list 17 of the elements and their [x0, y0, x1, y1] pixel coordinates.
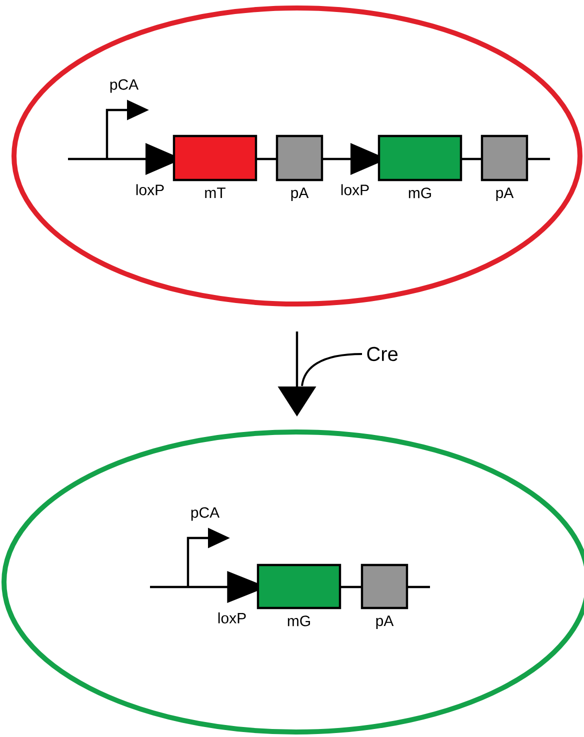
promoter-label: pCA: [191, 507, 220, 521]
gene-box: pA: [480, 134, 528, 202]
node-label: loxP: [136, 184, 164, 196]
promoter-label: pCA: [110, 79, 139, 93]
node-label: pA: [376, 616, 394, 630]
node-label: loxP: [218, 612, 246, 624]
edge-label: Cre: [367, 346, 398, 362]
node-label: mG: [288, 616, 310, 626]
node-label: loxP: [341, 184, 369, 196]
node-label: mG: [408, 188, 431, 198]
node-label: pA: [496, 188, 514, 202]
cell-outline: [2, 430, 584, 734]
gene-box: pA: [276, 134, 324, 202]
cell-outline: [12, 6, 582, 306]
gene-box: pA: [360, 564, 408, 630]
node-label: pA: [291, 188, 309, 202]
node-label: mT: [205, 188, 226, 198]
